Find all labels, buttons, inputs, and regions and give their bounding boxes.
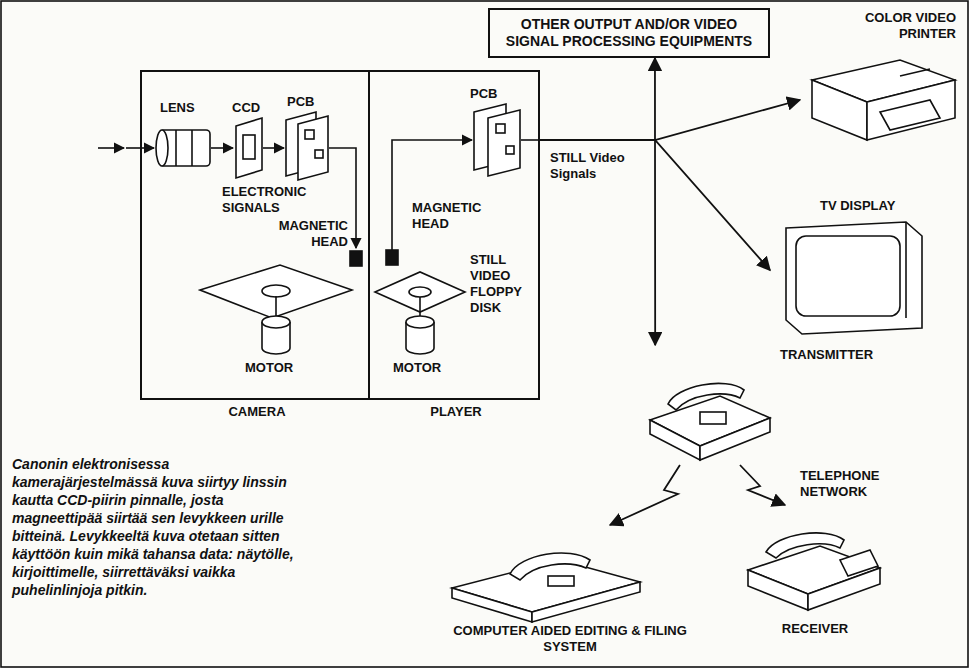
signal-arrow — [263, 147, 284, 149]
phone-handset — [668, 383, 744, 410]
printer-side — [812, 80, 867, 140]
device-box: OTHER OUTPUT AND/OR VIDEO SIGNAL PROCESS… — [488, 8, 770, 58]
node-label: RECEIVER — [735, 621, 895, 637]
phone-base — [650, 420, 700, 460]
part-label: PCB — [287, 94, 332, 110]
pcb-chip — [506, 146, 514, 154]
lens-front — [156, 130, 168, 166]
device-figure: COMPUTER AIDED EDITING & FILING SYSTEM — [430, 525, 710, 663]
printed-photo — [840, 550, 878, 576]
terminal-base — [532, 582, 640, 622]
node-label: COMPUTER AIDED EDITING & FILING SYSTEM — [430, 623, 710, 655]
magnetic-head — [350, 251, 362, 266]
part-label: MOTOR — [245, 360, 315, 376]
node-label: CAMERA — [142, 404, 372, 420]
disk-hub — [262, 285, 290, 297]
device-figure: TRANSMITTER — [640, 345, 885, 465]
device-figure: RECEIVER — [735, 505, 895, 643]
floppy-disk — [200, 265, 352, 318]
signal-line — [329, 148, 356, 248]
part-label: ELECTRONIC SIGNALS — [222, 184, 342, 216]
device-box: PLAYER — [368, 70, 540, 400]
device-box: CAMERA — [140, 70, 370, 400]
node-label: COLOR VIDEO PRINTER — [830, 10, 956, 42]
part-label: PCB — [470, 86, 515, 102]
node-label: PLAYER — [370, 404, 542, 420]
motor-shaft — [419, 297, 421, 316]
magnetic-head — [386, 250, 398, 265]
part-label: LENS — [160, 100, 210, 116]
pcb-board — [488, 110, 520, 176]
phone-base — [808, 568, 880, 610]
part-label: CCD — [232, 100, 272, 116]
motor-shaft — [275, 296, 277, 316]
tv-screen — [796, 236, 900, 316]
printer-front — [867, 80, 955, 140]
signal-line — [521, 139, 539, 141]
signal-connector — [540, 58, 655, 140]
motor-top — [262, 316, 290, 328]
pcb-chip — [496, 124, 505, 133]
tv-body — [786, 222, 922, 334]
pcb-chip — [315, 150, 323, 158]
pcb-board — [298, 116, 328, 180]
phone-keypad — [548, 576, 574, 586]
signal-line — [392, 140, 472, 250]
signal-arrow — [211, 147, 233, 149]
lens-ring — [191, 130, 193, 166]
light-arrow — [126, 147, 154, 149]
ccd-sensor — [243, 135, 255, 159]
terminal-base — [452, 588, 532, 622]
phone-base — [748, 570, 808, 610]
part-label: STILL Video Signals — [550, 150, 645, 182]
signal-connector — [610, 465, 680, 525]
motor-top — [406, 316, 434, 328]
pcb-chip — [305, 130, 314, 139]
node-label: TV DISPLAY — [820, 198, 950, 214]
device-figure: TV DISPLAY — [770, 196, 955, 336]
signal-connector — [540, 140, 655, 345]
part-label: MAGNETIC HEAD — [272, 218, 348, 250]
device-figure: COLOR VIDEO PRINTER — [800, 4, 962, 154]
part-label: MAGNETIC HEAD — [412, 200, 492, 232]
light-arrow — [98, 147, 124, 149]
part-label: MOTOR — [393, 360, 463, 376]
printer-slot — [900, 69, 930, 76]
node-label: TRANSMITTER — [780, 347, 884, 363]
printed-photo — [880, 100, 940, 130]
signal-connector — [740, 465, 785, 505]
part-label: STILL VIDEO FLOPPY DISK — [470, 252, 538, 316]
disk-hub — [409, 287, 431, 297]
phone-keypad — [700, 412, 726, 424]
tv-edge — [905, 222, 907, 318]
figure-caption: Canonin elektronisessa kamerajärjestelmä… — [12, 455, 304, 599]
lens-ring — [175, 130, 177, 166]
phone-handset — [766, 533, 844, 558]
ccd-chip — [236, 118, 262, 178]
signal-connector — [540, 100, 800, 140]
part-label: TELEPHONE NETWORK — [800, 468, 912, 500]
node-label: OTHER OUTPUT AND/OR VIDEO SIGNAL PROCESS… — [500, 16, 758, 50]
